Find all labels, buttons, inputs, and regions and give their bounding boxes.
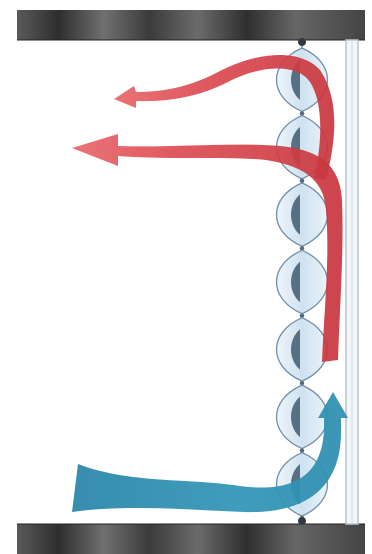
louver-blade bbox=[277, 318, 328, 381]
louver-stack bbox=[277, 48, 328, 520]
bottom-slab bbox=[17, 524, 365, 554]
louver-blade bbox=[277, 250, 328, 313]
top-slab bbox=[17, 10, 365, 40]
bottom-pivot bbox=[298, 517, 306, 525]
top-pivot bbox=[298, 38, 306, 46]
louver-blade bbox=[277, 183, 328, 246]
